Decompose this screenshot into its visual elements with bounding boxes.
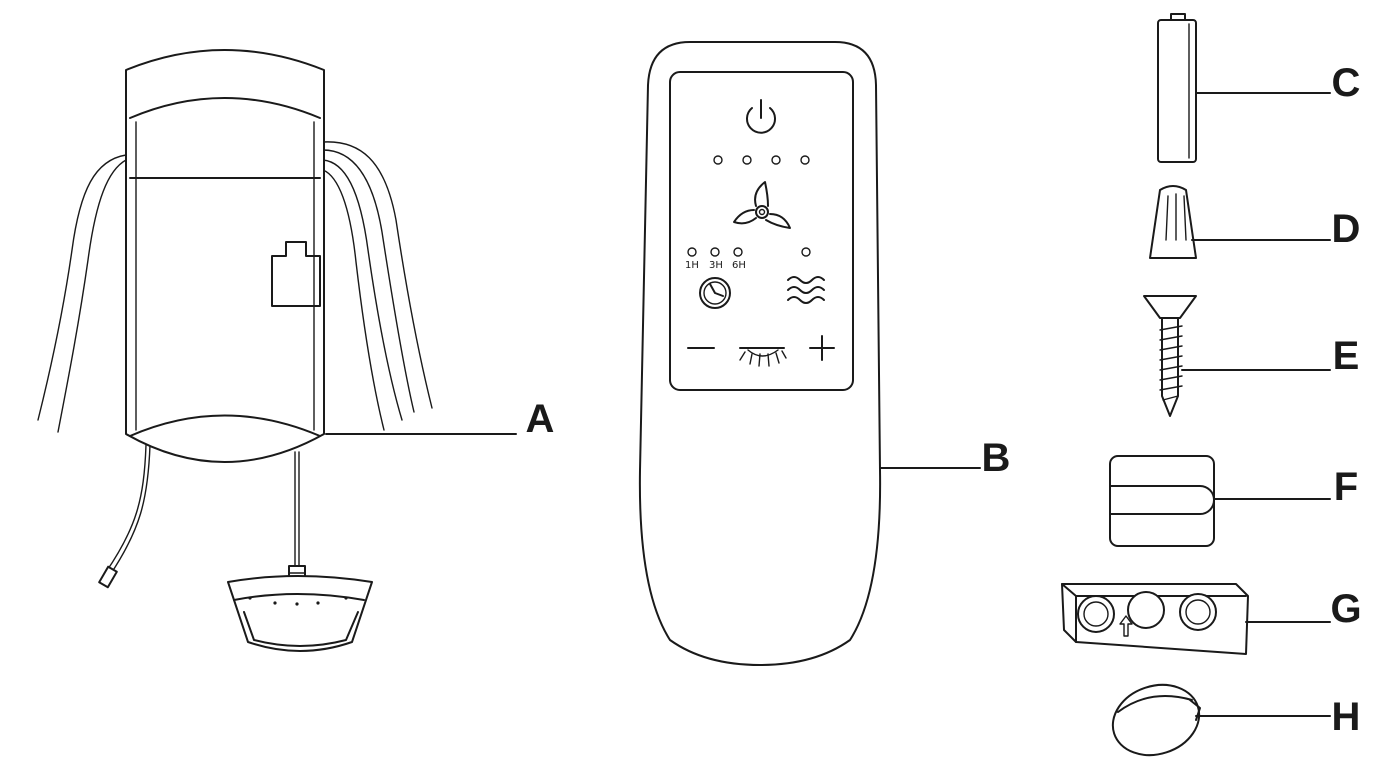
label-a: A <box>526 397 555 441</box>
label-e: E <box>1333 334 1360 378</box>
timer-6h-label: 6H <box>732 260 746 271</box>
timer-1h-label: 1H <box>685 260 699 271</box>
label-c: C <box>1332 61 1361 105</box>
part-g-holder-box <box>1061 583 1331 655</box>
part-b-remote: 1H 3H 6H <box>638 41 981 666</box>
part-e-screw <box>1143 295 1331 417</box>
part-h-cap <box>1111 683 1331 757</box>
label-g: G <box>1330 587 1361 631</box>
label-d: D <box>1332 207 1361 251</box>
clock-icon <box>699 277 731 309</box>
label-b: B <box>982 436 1011 480</box>
part-c-battery <box>1157 13 1331 163</box>
part-a-receiver <box>37 49 517 652</box>
label-f: F <box>1334 465 1358 509</box>
speed-indicator-dots <box>713 155 810 165</box>
timer-3h-label: 3H <box>709 260 723 271</box>
part-f-slotted-plate <box>1109 455 1331 547</box>
fan-icon <box>733 181 791 229</box>
label-h: H <box>1332 695 1361 739</box>
power-icon <box>746 99 776 134</box>
plus-icon <box>809 335 835 361</box>
part-d-wire-nut <box>1149 185 1331 259</box>
light-icon <box>739 347 787 367</box>
breeze-icon <box>787 276 825 304</box>
timer-dots <box>687 247 811 257</box>
